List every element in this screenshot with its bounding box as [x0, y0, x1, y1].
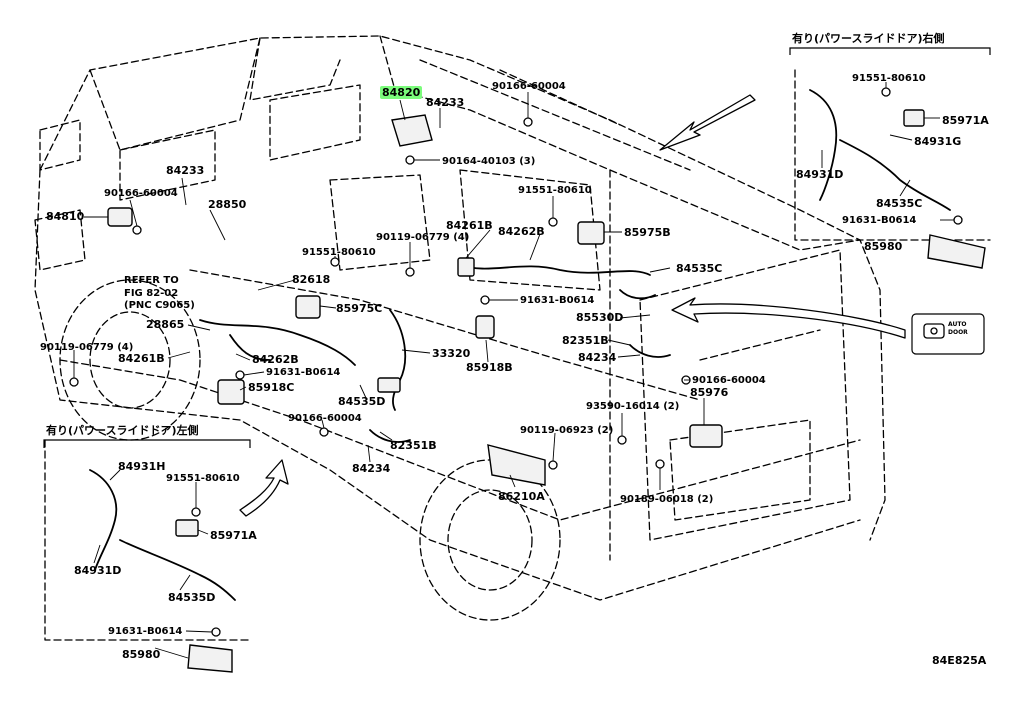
callout-93590-16014[interactable]: 93590-16014 (2) — [586, 401, 680, 412]
callout-84535c[interactable]: 84535C — [676, 262, 723, 275]
callout-85971a[interactable]: 85971A — [210, 529, 257, 542]
seat-switch-icon-text: DOOR — [948, 329, 968, 336]
callout-90164-40103[interactable]: 90164-40103 (3) — [442, 156, 536, 167]
callout-91631-b0614[interactable]: 91631-B0614 — [108, 626, 183, 637]
callout-84820[interactable]: 84820 — [380, 86, 423, 99]
callout-84261b[interactable]: 84261B — [118, 352, 165, 365]
callout-90119-06923[interactable]: 90119-06923 (2) — [520, 425, 614, 436]
callout-90166-60004[interactable]: 90166-60004 — [288, 413, 362, 424]
callout-82351b[interactable]: 82351B — [562, 334, 609, 347]
callout-85980[interactable]: 85980 — [122, 648, 161, 661]
callout-90119-06779[interactable]: 90119-06779 (4) — [376, 232, 470, 243]
callout-84233[interactable]: 84233 — [426, 96, 465, 109]
callout-85980[interactable]: 85980 — [864, 240, 903, 253]
refer-note-line2: FIG 82-02 — [124, 288, 179, 299]
callout-84535d[interactable]: 84535D — [168, 591, 216, 604]
callout-85975c[interactable]: 85975C — [336, 302, 383, 315]
callout-91631-b0614[interactable]: 91631-B0614 — [520, 295, 595, 306]
callout-90119-06779[interactable]: 90119-06779 (4) — [40, 342, 134, 353]
diagram-code: 84E825A — [932, 654, 987, 667]
callout-85976[interactable]: 85976 — [690, 386, 729, 399]
callout-91631-b0614[interactable]: 91631-B0614 — [266, 367, 341, 378]
callout-84931d[interactable]: 84931D — [74, 564, 122, 577]
callout-84233[interactable]: 84233 — [166, 164, 205, 177]
callout-84931d[interactable]: 84931D — [796, 168, 844, 181]
callout-90189-06018[interactable]: 90189-06018 (2) — [620, 494, 714, 505]
callout-84535c[interactable]: 84535C — [876, 197, 923, 210]
callout-82351b[interactable]: 82351B — [390, 439, 437, 452]
callout-84535d[interactable]: 84535D — [338, 395, 386, 408]
callout-82618[interactable]: 82618 — [292, 273, 331, 286]
callout-91551-80610[interactable]: 91551-80610 — [166, 473, 240, 484]
callout-84234[interactable]: 84234 — [578, 351, 617, 364]
left-inset-title: 有り(パワースライドドア)左側 — [46, 424, 199, 437]
callout-91551-80610[interactable]: 91551-80610 — [518, 185, 592, 196]
callout-85971a[interactable]: 85971A — [942, 114, 989, 127]
callout-84262b[interactable]: 84262B — [252, 353, 299, 366]
callout-28865[interactable]: 28865 — [146, 318, 185, 331]
callout-84262b[interactable]: 84262B — [498, 225, 545, 238]
callout-84810[interactable]: 84810 — [46, 210, 85, 223]
refer-note-line3: (PNC C9065) — [124, 300, 195, 311]
callout-90166-60004[interactable]: 90166-60004 — [492, 81, 566, 92]
callout-91551-80610[interactable]: 91551-80610 — [852, 73, 926, 84]
callout-84261b[interactable]: 84261B — [446, 219, 493, 232]
callout-91631-b0614[interactable]: 91631-B0614 — [842, 215, 917, 226]
callout-90166-60004[interactable]: 90166-60004 — [104, 188, 178, 199]
refer-note-line1: REFER TO — [124, 275, 179, 286]
callout-85530d[interactable]: 85530D — [576, 311, 624, 324]
callout-85918c[interactable]: 85918C — [248, 381, 295, 394]
callout-28850[interactable]: 28850 — [208, 198, 247, 211]
callout-84234[interactable]: 84234 — [352, 462, 391, 475]
callout-84931h[interactable]: 84931H — [118, 460, 166, 473]
callout-85918b[interactable]: 85918B — [466, 361, 513, 374]
callout-90166-60004[interactable]: 90166-60004 — [692, 375, 766, 386]
callout-91551-80610[interactable]: 91551-80610 — [302, 247, 376, 258]
callout-86210a[interactable]: 86210A — [498, 490, 545, 503]
seat-switch-icon: AUTO — [948, 321, 967, 328]
callout-85975b[interactable]: 85975B — [624, 226, 671, 239]
callout-84931g[interactable]: 84931G — [914, 135, 962, 148]
callout-33320[interactable]: 33320 — [432, 347, 471, 360]
right-inset-title: 有り(パワースライドドア)右側 — [792, 32, 945, 45]
